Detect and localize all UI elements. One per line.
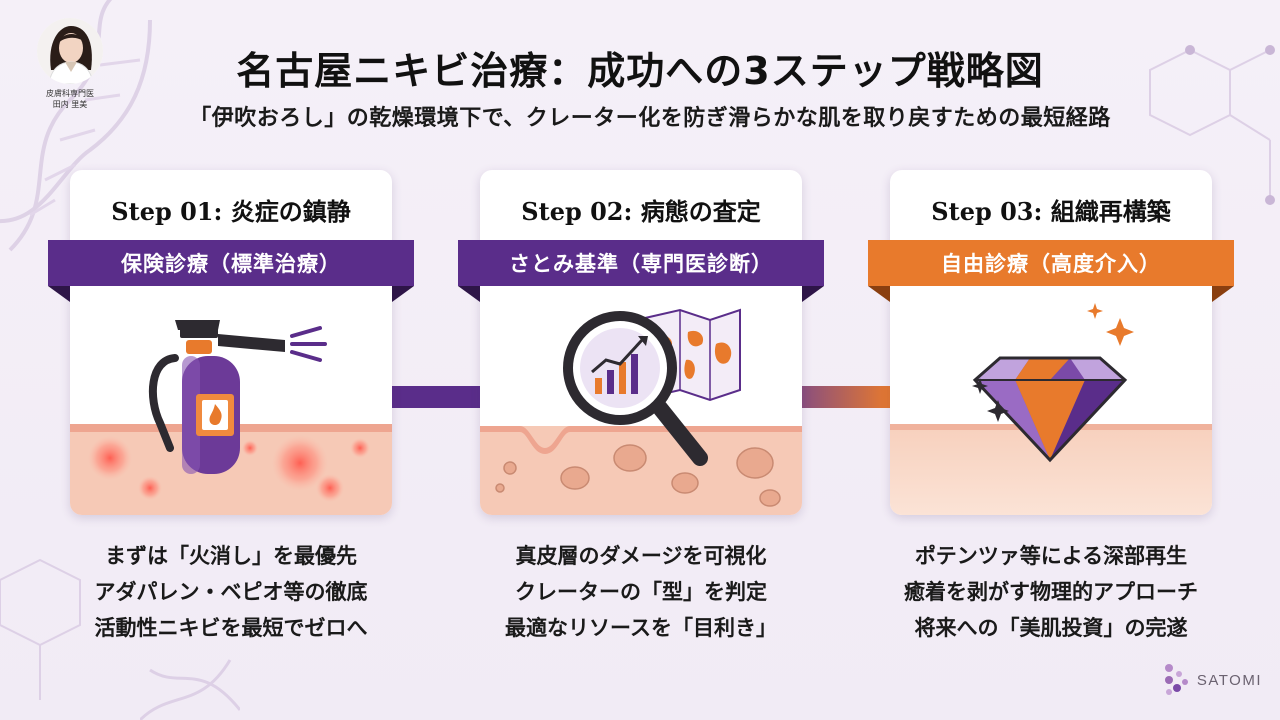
step-description-2: 真皮層のダメージを可視化 クレーターの「型」を判定 最適なリソースを「目利き」 [461,538,821,646]
ribbon-fold-right [1212,286,1234,302]
description-line: クレーターの「型」を判定 [515,580,767,604]
doctor-caption-title: 皮膚科専門医 [46,89,94,98]
page-subtitle: 「伊吹おろし」の乾燥環境下で、クレーター化を防ぎ滑らかな肌を取り戻すための最短経… [189,106,1111,131]
description-line: まずは「火消し」を最優先 [105,544,357,568]
step-ribbon: 保険診療（標準治療） [48,240,414,286]
description-line: 将来への「美肌投資」の完遂 [914,616,1188,640]
step-description-3: ポテンツァ等による深部再生 癒着を剥がす物理的アプローチ 将来への「美肌投資」の… [871,538,1231,646]
step-description-1: まずは「火消し」を最優先 アダパレン・ベピオ等の徹底 活動性ニキビを最短でゼロへ [51,538,411,646]
step-illustration [890,298,1212,515]
diamond-icon [972,356,1128,463]
step-ribbon: 自由診療（高度介入） [868,240,1234,286]
doctor-caption: 皮膚科専門医 田内 里美 [30,88,110,110]
ribbon-fold-left [458,286,480,302]
description-line: 活動性ニキビを最短でゼロへ [94,616,368,640]
step-heading: Step 02: 病態の査定 [521,197,761,226]
step-card-3: Step 03: 組織再構築 自由診療（高度介入） [868,170,1234,515]
doctor-profile: 皮膚科専門医 田内 里美 [30,18,110,110]
description-line: ポテンツァ等による深部再生 [914,544,1188,568]
ribbon-fold-left [868,286,890,302]
ribbon-fold-left [48,286,70,302]
sparkle-icon [1087,303,1134,346]
description-line: 最適なリソースを「目利き」 [505,616,777,640]
ribbon-fold-right [392,286,414,302]
page-title: 名古屋ニキビ治療：成功への3ステップ戦略図 [236,49,1044,93]
ribbon-fold-right [802,286,824,302]
doctor-caption-name: 田内 里美 [52,100,88,109]
dna-helix-decoration-bottom [140,659,240,720]
description-line: 癒着を剥がす物理的アプローチ [904,580,1198,604]
description-line: アダパレン・ベピオ等の徹底 [94,580,368,604]
satomi-logo: SATOMI [1163,662,1262,698]
magnifier-chart-icon [563,311,708,466]
doctor-avatar [37,18,103,84]
step-ribbon: さとみ基準（専門医診断） [458,240,824,286]
logo-text: SATOMI [1196,671,1262,689]
fire-extinguisher-icon [148,320,327,474]
description-line: 真皮層のダメージを可視化 [515,544,767,568]
step-illustration [480,298,802,515]
step-illustration [70,298,392,515]
step-card-2: Step 02: 病態の査定 さとみ基準（専門医診断） [458,170,824,515]
step-heading: Step 03: 組織再構築 [931,197,1171,226]
connector-step2-step3 [802,386,892,408]
step-card-1: Step 01: 炎症の鎮静 保険診療（標準治療） [48,170,414,515]
logo-mark-icon [1164,664,1188,695]
step-heading: Step 01: 炎症の鎮静 [111,197,351,226]
connector-step1-step2 [392,386,482,408]
